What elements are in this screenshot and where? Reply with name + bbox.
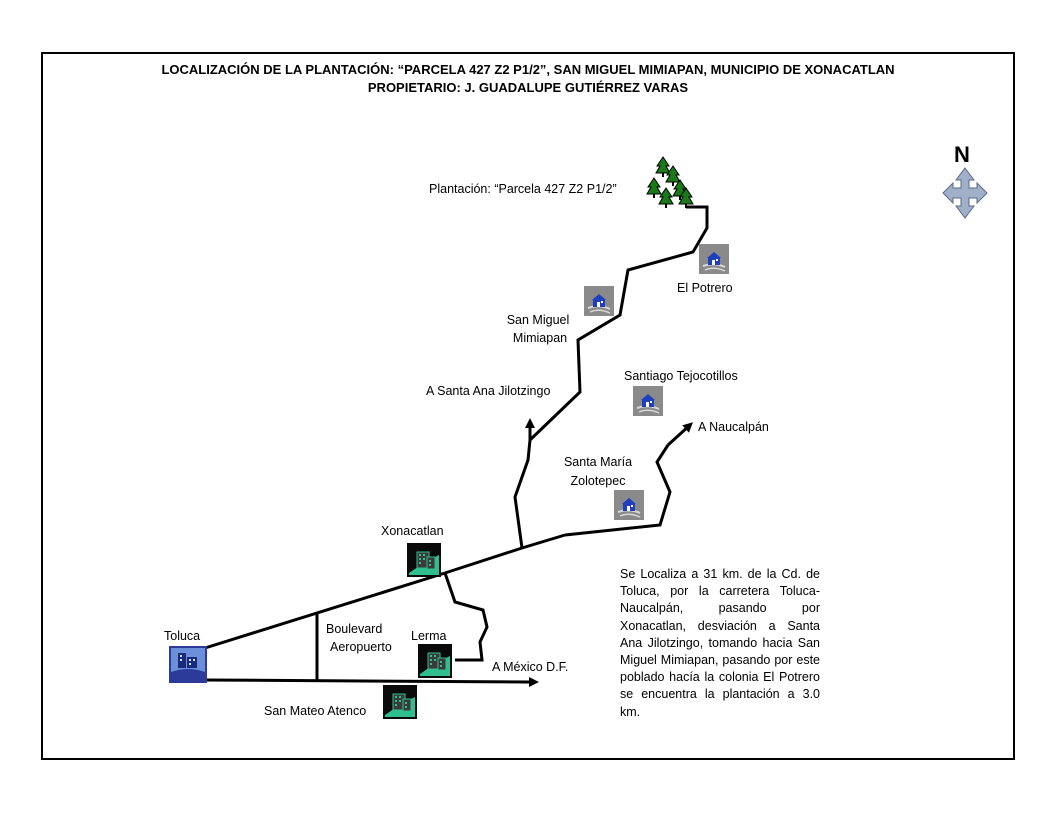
el-potrero-house-icon bbox=[698, 243, 730, 275]
road-mexico bbox=[204, 678, 531, 684]
plantation-trees-icon bbox=[646, 156, 694, 209]
santa-maria-label-1: Santa María bbox=[563, 455, 633, 469]
xonacatlan-city-icon bbox=[406, 542, 442, 578]
santiago-house-icon bbox=[632, 385, 664, 417]
toluca-label: Toluca bbox=[164, 629, 201, 643]
san-mateo-city-icon bbox=[382, 684, 418, 720]
naucalpan-label: A Naucalpán bbox=[698, 420, 769, 434]
santa-maria-house-icon bbox=[613, 489, 645, 521]
san-miguel-house-icon bbox=[583, 285, 615, 317]
santa-maria-label-2: Zolotepec bbox=[570, 474, 626, 488]
map-title: LOCALIZACIÓN DE LA PLANTACIÓN: “PARCELA … bbox=[161, 62, 895, 77]
boulevard-label-1: Boulevard bbox=[326, 622, 383, 636]
road-naucalpan bbox=[564, 444, 672, 537]
compass-arrows-icon bbox=[942, 167, 988, 219]
san-miguel-label-2: Mimiapan bbox=[512, 331, 568, 345]
santiago-label: Santiago Tejocotillos bbox=[624, 369, 738, 383]
location-description: Se Localiza a 31 km. de la Cd. de Toluca… bbox=[620, 567, 820, 719]
santa-ana-label: A Santa Ana Jilotzingo bbox=[426, 384, 551, 398]
el-potrero-label: El Potrero bbox=[677, 281, 733, 295]
san-miguel-label-1: San Miguel bbox=[506, 313, 570, 327]
map-frame bbox=[41, 52, 1015, 760]
road-lerma bbox=[443, 572, 489, 662]
road-north bbox=[513, 205, 709, 549]
mexico-label: A México D.F. bbox=[492, 660, 569, 674]
road-toluca-xonacatlan bbox=[204, 533, 566, 650]
north-label: N bbox=[954, 142, 970, 167]
owner-title: PROPIETARIO: J. GUADALUPE GUTIÉRREZ VARA… bbox=[367, 80, 689, 95]
toluca-city-icon bbox=[169, 646, 207, 683]
lerma-city-icon bbox=[417, 643, 453, 679]
san-mateo-label: San Mateo Atenco bbox=[264, 704, 367, 718]
boulevard-label-2: Aeropuerto bbox=[330, 640, 392, 654]
plantation-label: Plantación: “Parcela 427 Z2 P1/2” bbox=[429, 182, 617, 196]
arrow-naucalpan bbox=[666, 422, 693, 447]
lerma-label: Lerma bbox=[411, 629, 447, 643]
xonacatlan-label: Xonacatlan bbox=[381, 524, 444, 538]
